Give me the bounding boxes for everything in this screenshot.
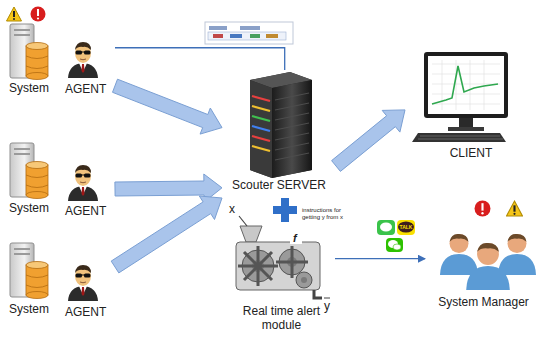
agent-group: System AGENT bbox=[3, 240, 115, 330]
variable-label: x bbox=[229, 203, 235, 216]
client-node: CLIENT bbox=[405, 45, 537, 163]
node-caption: System Manager bbox=[425, 295, 542, 309]
alert-module-node: Real time alert module bbox=[228, 215, 335, 336]
node-caption: System bbox=[9, 81, 49, 95]
connector-line bbox=[335, 258, 425, 259]
node-caption: System bbox=[9, 302, 49, 316]
node-caption: CLIENT bbox=[405, 146, 537, 160]
connector-line bbox=[115, 48, 285, 70]
manager-node: System Manager bbox=[425, 195, 542, 313]
node-caption: AGENT bbox=[65, 305, 106, 319]
node-caption: Real time alert module bbox=[228, 304, 335, 332]
block-arrow bbox=[113, 79, 223, 134]
node-caption: System bbox=[9, 201, 49, 215]
function-label: f bbox=[293, 232, 297, 244]
block-arrow bbox=[332, 110, 405, 171]
server-node: Scouter SERVER bbox=[222, 70, 336, 198]
agent-group: System AGENT bbox=[3, 135, 115, 225]
note-label: instructions for getting y from x bbox=[302, 207, 354, 220]
variable-label: y bbox=[324, 300, 330, 313]
agent-group: System AGENT bbox=[3, 5, 115, 100]
block-arrow bbox=[111, 196, 222, 273]
node-caption: Scouter SERVER bbox=[222, 178, 336, 192]
node-caption: AGENT bbox=[65, 204, 106, 218]
logo-text: TALK bbox=[398, 225, 414, 231]
node-caption: AGENT bbox=[65, 82, 106, 96]
